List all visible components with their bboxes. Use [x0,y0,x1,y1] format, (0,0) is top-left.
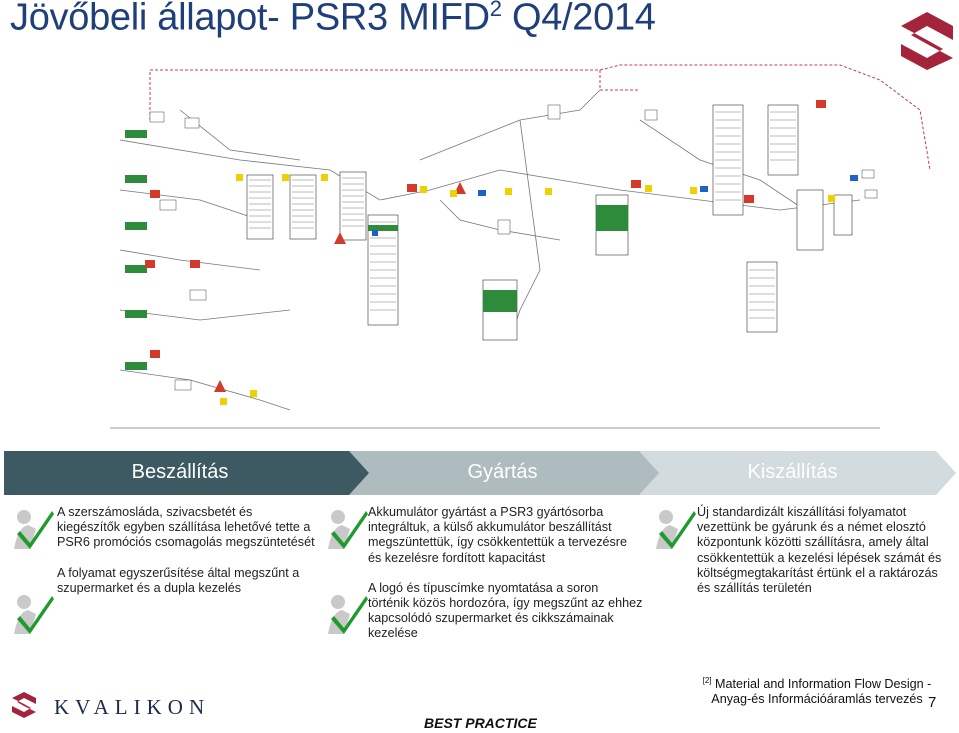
diagram-process-tables [246,104,853,341]
kvalikon-logo: KVALIKON [12,692,210,719]
reference-line-2: Anyag-és Információáramlás tervezés [711,692,923,707]
column-kiszallitas: Új standardizált kiszállítási folyamatot… [697,505,947,611]
brand-logo-icon [901,12,953,70]
kvalikon-mark-icon [12,692,36,718]
checkmark-icon [14,510,54,549]
checkmark-icon [328,595,368,634]
column-3-paragraph-1: Új standardizált kiszállítási folyamatot… [697,505,942,596]
title-main: Jövőbeli állapot- PSR3 MIFD [10,0,490,39]
phase-chevron-bar [4,451,956,495]
phase-label-1: Beszállítás [131,461,229,483]
diagram-frame [149,64,931,171]
diagram-green-blocks [125,130,628,370]
kvalikon-wordmark: KVALIKON [54,695,210,719]
checkmark-icon [14,595,54,634]
phase-label-3: Kiszállítás [747,461,838,483]
reference-line-1: Material and Information Flow Design - [711,677,932,692]
page-number: 7 [928,694,937,711]
title-tail: Q4/2014 [501,0,656,39]
best-practice-label: BEST PRACTICE [424,715,537,731]
checkmark-icon [328,510,368,549]
diagram-yellow-markers [220,174,835,405]
diagram-flow-lines [110,89,880,429]
column-2-paragraph-2: A logó és típuscímke nyomtatása a soron … [368,580,643,641]
diagram-table-rows [249,111,796,319]
phase-label-2: Gyártás [467,461,538,483]
diagram-small-boxes [149,104,878,391]
column-beszallitas: A szerszámosláda, szivacsbetét és kiegés… [57,505,317,611]
reference-mark: [2] [702,676,712,685]
checkmark-icon [656,510,696,549]
column-2-paragraph-1: Akkumulátor gyártást a PSR3 gyártósorba … [368,505,627,565]
reference-note: [2] Material and Information Flow Design… [702,673,932,707]
chevron-beszallitas [4,451,369,495]
column-1-paragraph-1: A szerszámosláda, szivacsbetét és kiegés… [57,505,315,550]
diagram-blue-markers [372,175,858,236]
chevron-kiszallitas-end [636,451,956,495]
chevron-gyartas [349,451,659,495]
column-1-paragraph-2: A folyamat egyszerűsítése által megszűnt… [57,565,300,595]
title-superscript: 2 [489,0,502,21]
value-stream-map-diagram [110,64,931,429]
column-gyartas: Akkumulátor gyártást a PSR3 gyártósorba … [368,505,643,657]
page-title: Jövőbeli állapot- PSR3 MIFD2 Q4/2014 [10,0,656,40]
diagram-red-markers [145,100,826,392]
